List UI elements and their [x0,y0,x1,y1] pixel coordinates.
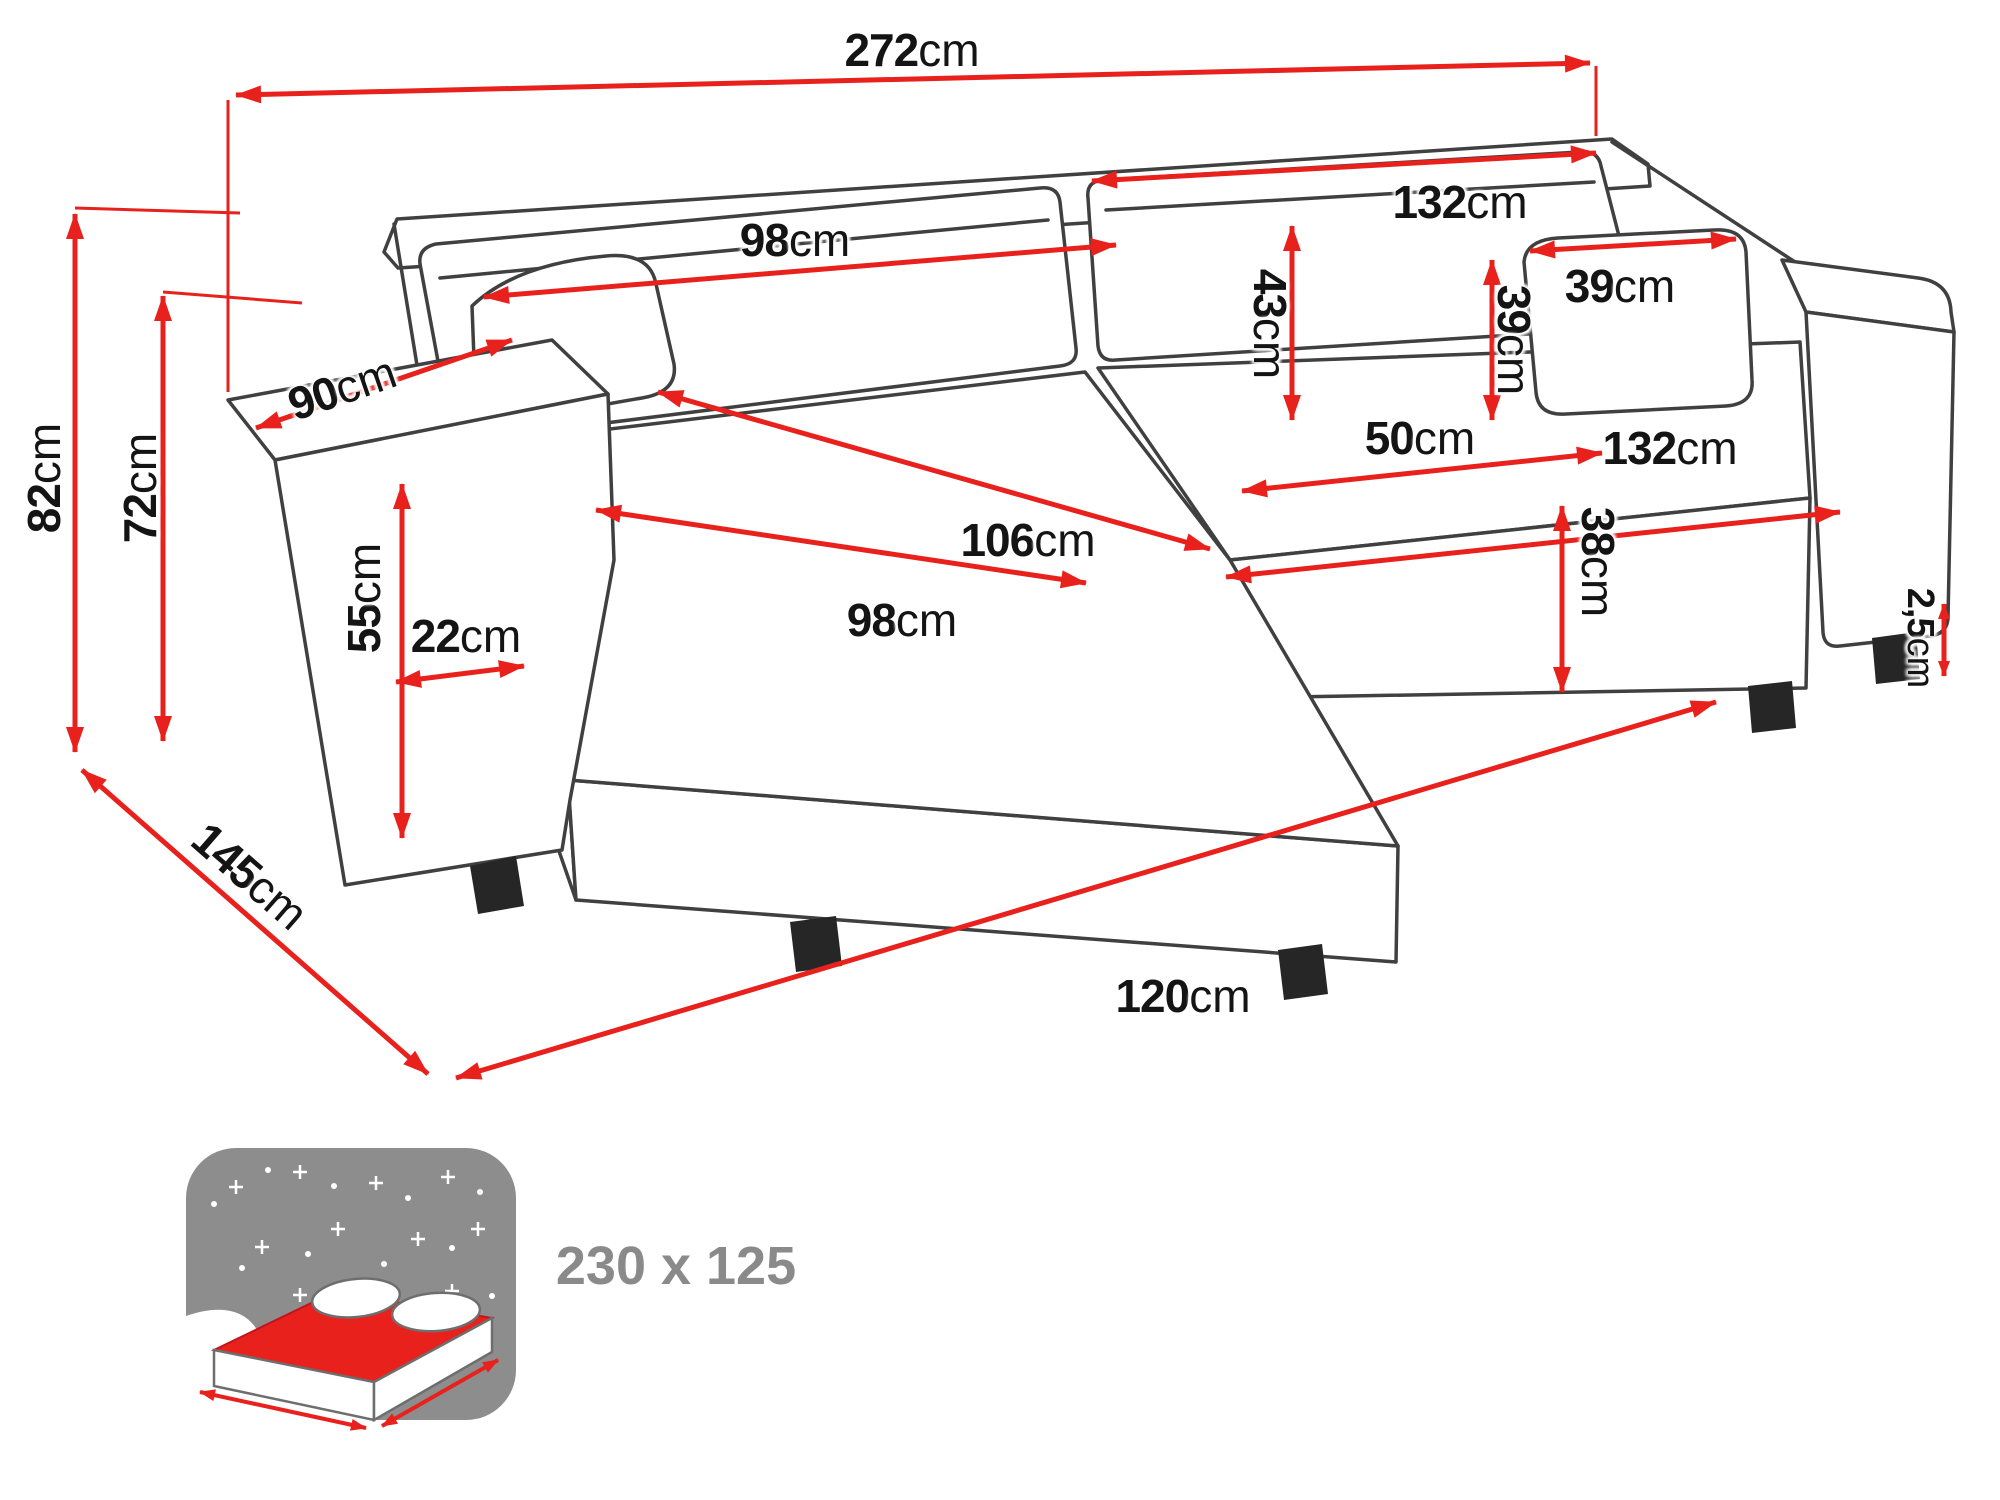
dim-backrest-height: 43cm [1244,268,1296,380]
dimension-lines [66,54,1950,1081]
dim-seat-height: 38cm [1572,506,1624,618]
leg [470,856,524,914]
dim-overall-height: 82cm [18,422,70,534]
ext-line [74,206,241,215]
dim-armrest-width: 22cm [410,610,522,662]
dim-armrest-height: 55cm [338,542,390,654]
dim-front-length: 120cm [1115,970,1251,1022]
sofa-line-drawing [226,137,1956,1000]
sleeping-area-size: 230 x 125 [555,1236,797,1296]
dim-backrest-left-width: 98cm [739,214,851,266]
dim-line-120 [455,699,1717,1081]
bed-width-arrow [381,1358,499,1428]
dim-line-145 [80,768,430,1076]
dim-back-height: 72cm [114,432,166,544]
leg [1278,944,1328,1000]
dim-line-50 [1241,446,1603,498]
dim-backrest-right-width: 132cm [1392,176,1528,228]
ext-line [162,290,303,305]
dim-overall-width: 272cm [844,24,980,76]
dim-seat-width: 132cm [1602,422,1738,474]
dim-line-22 [395,660,525,688]
dim-line-106 [657,389,1211,552]
back-frame-right-edge [1610,140,1797,264]
pillow-icon [310,1277,402,1319]
dim-pillow-width: 39cm [1564,260,1676,312]
dim-seat-depth: 50cm [1364,412,1476,464]
pillow-icon [390,1291,482,1333]
dim-line-132-seat [1225,505,1841,584]
dim-line-272 [235,54,1591,104]
dim-leg-height: 2,5cm [1899,587,1941,689]
dim-line-98-back [483,238,1117,304]
bed-length-arrow [199,1389,367,1431]
leg [1748,681,1796,733]
sleeping-area-icon [186,1148,516,1431]
leg [1872,632,1920,684]
dim-line-39-width [1529,231,1737,259]
dim-chaise-width: 98cm [846,594,958,646]
dim-chaise-length: 106cm [960,514,1096,566]
pillow-right [1522,228,1754,416]
dim-pillow-height: 39cm [1488,284,1540,396]
dim-line-132-back [1091,145,1597,189]
dim-line-98-chaise [595,504,1087,589]
stars [229,1165,485,1302]
dim-line-90 [255,337,513,431]
